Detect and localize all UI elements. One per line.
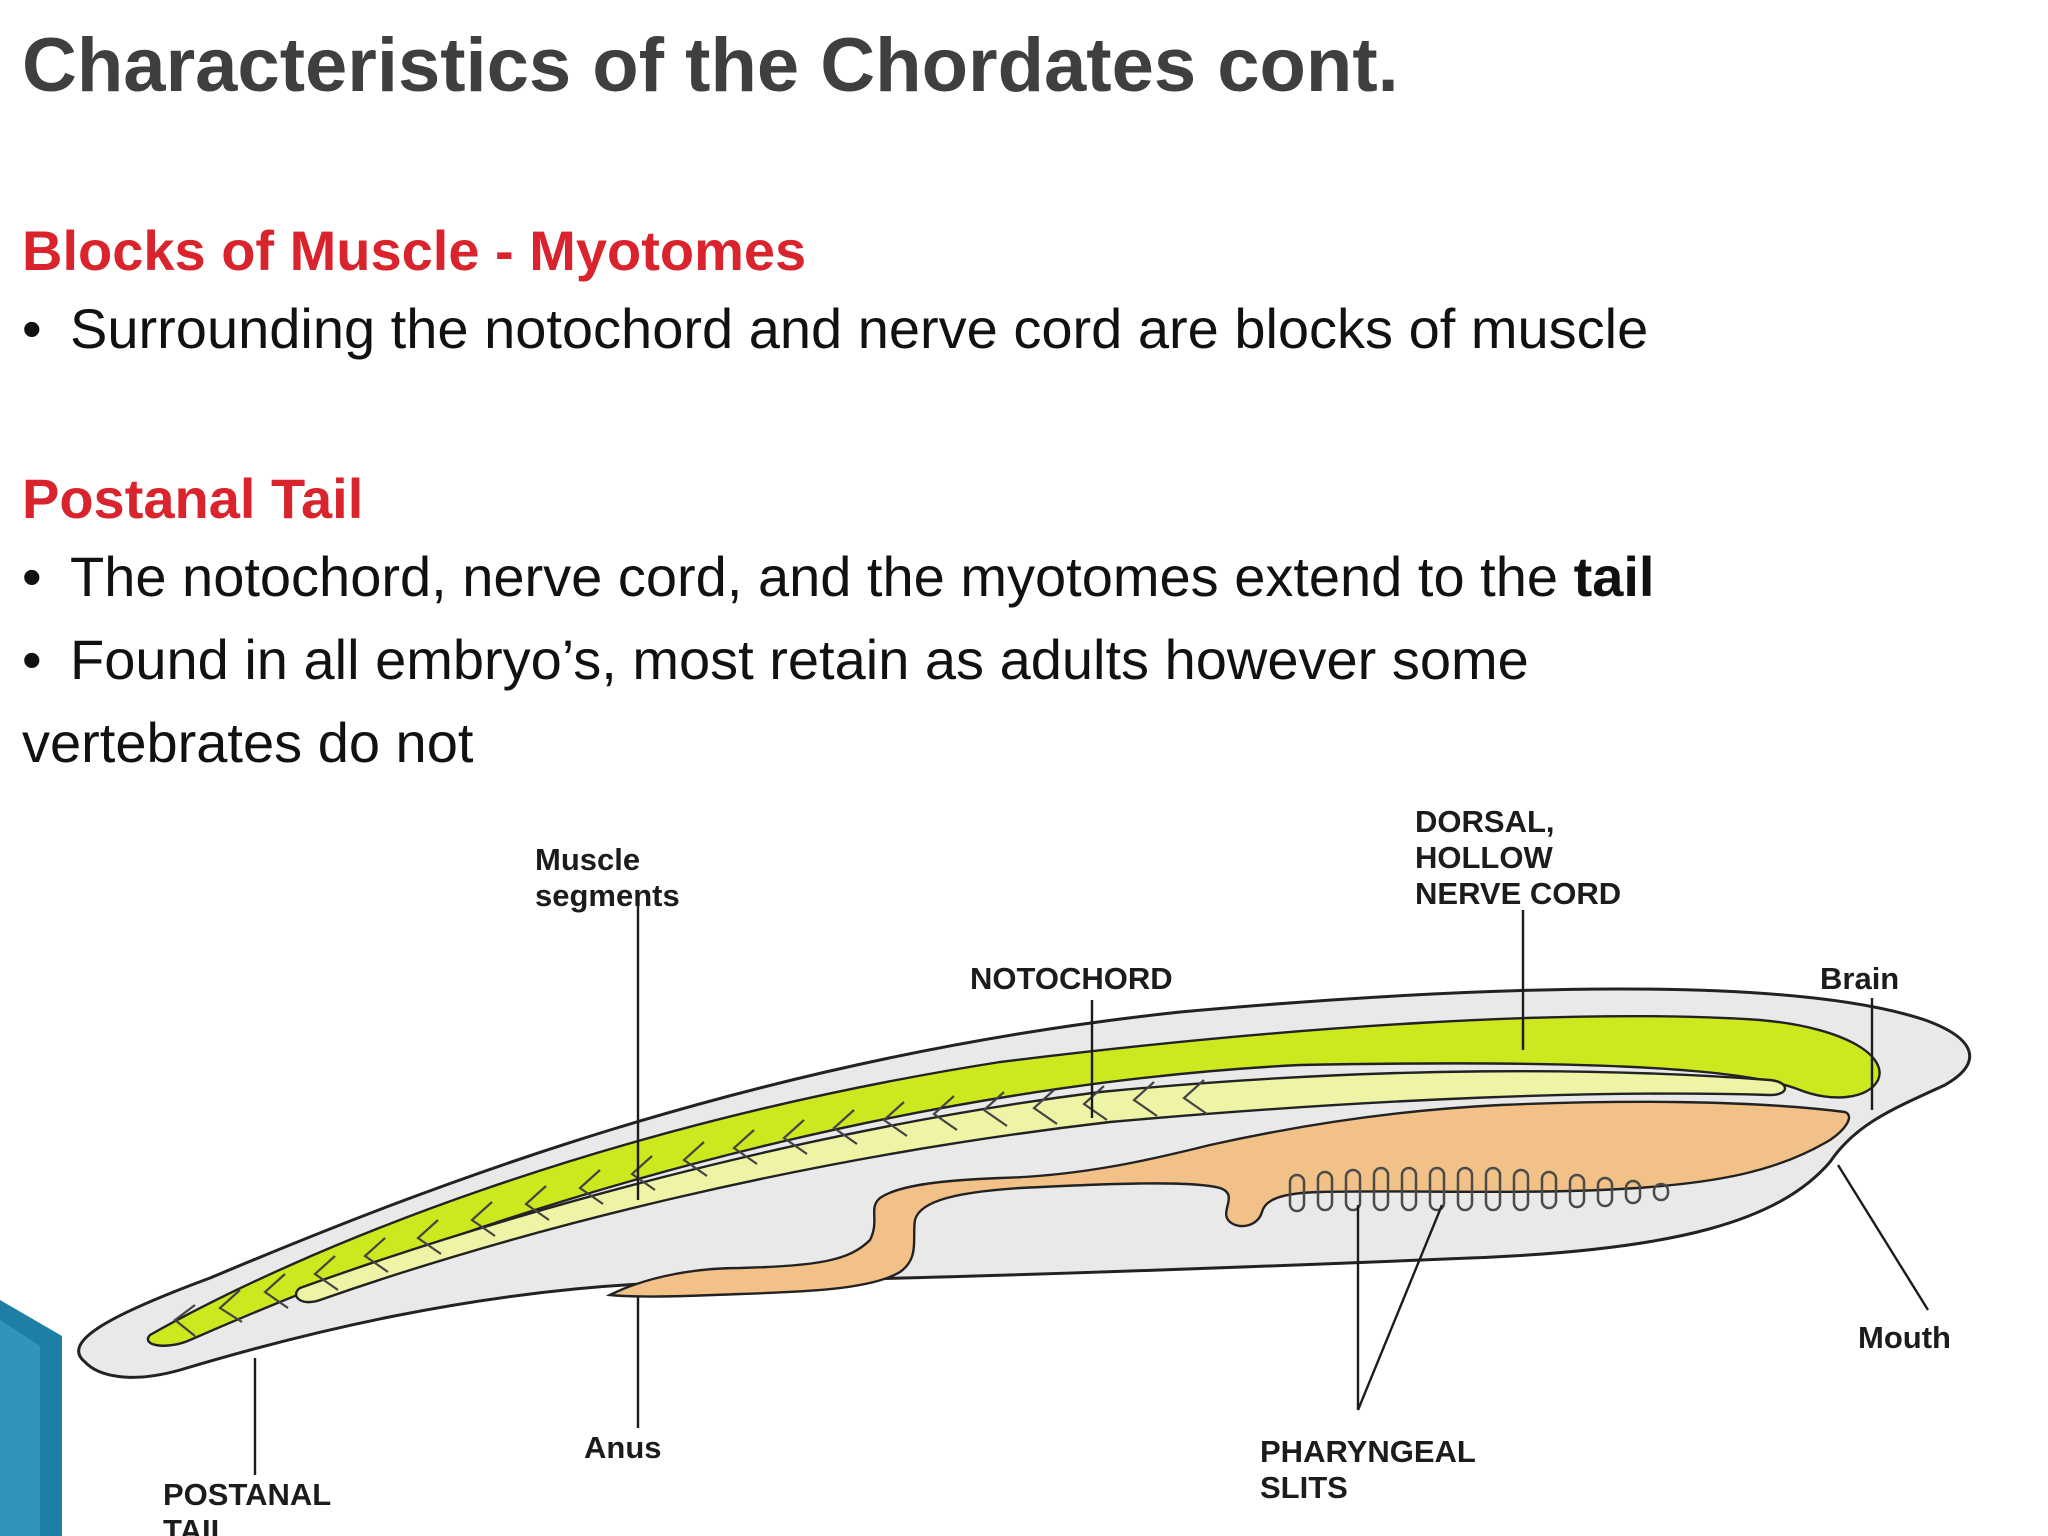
bullet-tail-2-continuation: vertebrates do not (22, 711, 474, 774)
bullet-text: Found in all embryo’s, most retain as ad… (70, 628, 1529, 691)
pharyngeal-slit (1540, 1170, 1558, 1210)
pharyngeal-slit (1428, 1166, 1446, 1212)
bullet-symbol: • (22, 545, 42, 608)
bullet-text: Surrounding the notochord and nerve cord… (70, 297, 1649, 360)
myotome (263, 1273, 289, 1309)
label-muscle-segments: Muscle segments (535, 842, 680, 913)
slide-title: Characteristics of the Chordates cont. (22, 23, 1399, 108)
pharyngeal-slit (1288, 1173, 1306, 1213)
chordate-body-diagram: Muscle segments NOTOCHORD DORSAL, HOLLOW… (0, 804, 1972, 1536)
myotome (524, 1185, 550, 1221)
label-line: TAIL (163, 1513, 230, 1536)
bullet-text: The notochord, nerve cord, and the myoto… (70, 545, 1574, 608)
label-postanal-tail: POSTANAL TAIL (163, 1477, 339, 1536)
myotome (578, 1169, 604, 1205)
corner-accent-highlight (0, 1320, 40, 1536)
myotome (313, 1255, 339, 1291)
pharyngeal-slits (1288, 1166, 1670, 1213)
label-line: HOLLOW (1415, 840, 1553, 875)
myotome (1132, 1081, 1158, 1117)
label-anus: Anus (584, 1430, 662, 1465)
myotome (416, 1219, 442, 1255)
heading-myotomes: Blocks of Muscle - Myotomes (22, 219, 807, 282)
label-line: NERVE CORD (1415, 876, 1621, 911)
myotome (832, 1109, 858, 1145)
pharyngeal-slit (1652, 1182, 1670, 1202)
nerve-cord-shape (146, 1014, 1881, 1347)
bullet-symbol: • (22, 297, 42, 360)
pharyngeal-slit (1372, 1166, 1390, 1212)
pharyngeal-slit (1456, 1166, 1474, 1212)
bullet-myotomes-1: • Surrounding the notochord and nerve cor… (22, 296, 1648, 361)
notochord-shape (294, 1069, 1787, 1304)
myotome (932, 1095, 958, 1131)
label-pharyngeal-slits: PHARYNGEAL SLITS (1260, 1434, 1484, 1505)
label-nerve-cord: DORSAL, HOLLOW NERVE CORD (1415, 804, 1621, 911)
label-brain: Brain (1820, 961, 1899, 996)
heading-postanal-tail: Postanal Tail (22, 467, 364, 530)
myotome (682, 1141, 708, 1177)
pharyngeal-slit (1400, 1166, 1418, 1212)
pharyngeal-slit (1568, 1173, 1586, 1209)
bullet-bold-word: tail (1573, 545, 1655, 608)
pharyngeal-slit (1484, 1166, 1502, 1212)
myotome (882, 1101, 908, 1137)
myotome (1082, 1085, 1108, 1121)
label-line: Muscle (535, 842, 640, 877)
label-line: segments (535, 878, 680, 913)
myotome (218, 1289, 243, 1323)
myotome-chevrons (173, 1079, 1208, 1337)
myotome (470, 1201, 496, 1237)
label-line: POSTANAL (163, 1477, 331, 1512)
myotome (1182, 1079, 1208, 1115)
pharyngeal-slit (1316, 1170, 1334, 1212)
label-line: PHARYNGEAL (1260, 1434, 1475, 1469)
pharyngeal-slit (1596, 1176, 1614, 1208)
myotome (732, 1129, 758, 1165)
myotome (1032, 1089, 1058, 1125)
myotome (630, 1155, 656, 1191)
myotome (782, 1119, 808, 1155)
label-notochord: NOTOCHORD (970, 961, 1173, 996)
bullet-tail-2: • Found in all embryo’s, most retain as a… (22, 627, 1529, 692)
label-line: SLITS (1260, 1470, 1348, 1505)
pharyngeal-slit (1624, 1179, 1642, 1205)
bullet-symbol: • (22, 628, 42, 691)
pharyngeal-slit (1512, 1168, 1530, 1212)
leader-pharyngeal-2 (1356, 1204, 1444, 1411)
myotome (173, 1304, 196, 1337)
label-line: DORSAL, (1415, 804, 1555, 839)
bullet-tail-1: • The notochord, nerve cord, and the myot… (22, 544, 1654, 609)
leader-mouth (1836, 1164, 1930, 1311)
pharyngeal-slit (1344, 1168, 1362, 1212)
myotome (982, 1091, 1008, 1127)
myotome (363, 1237, 389, 1273)
pharynx-shape (605, 1100, 1851, 1298)
label-mouth: Mouth (1858, 1320, 1951, 1355)
